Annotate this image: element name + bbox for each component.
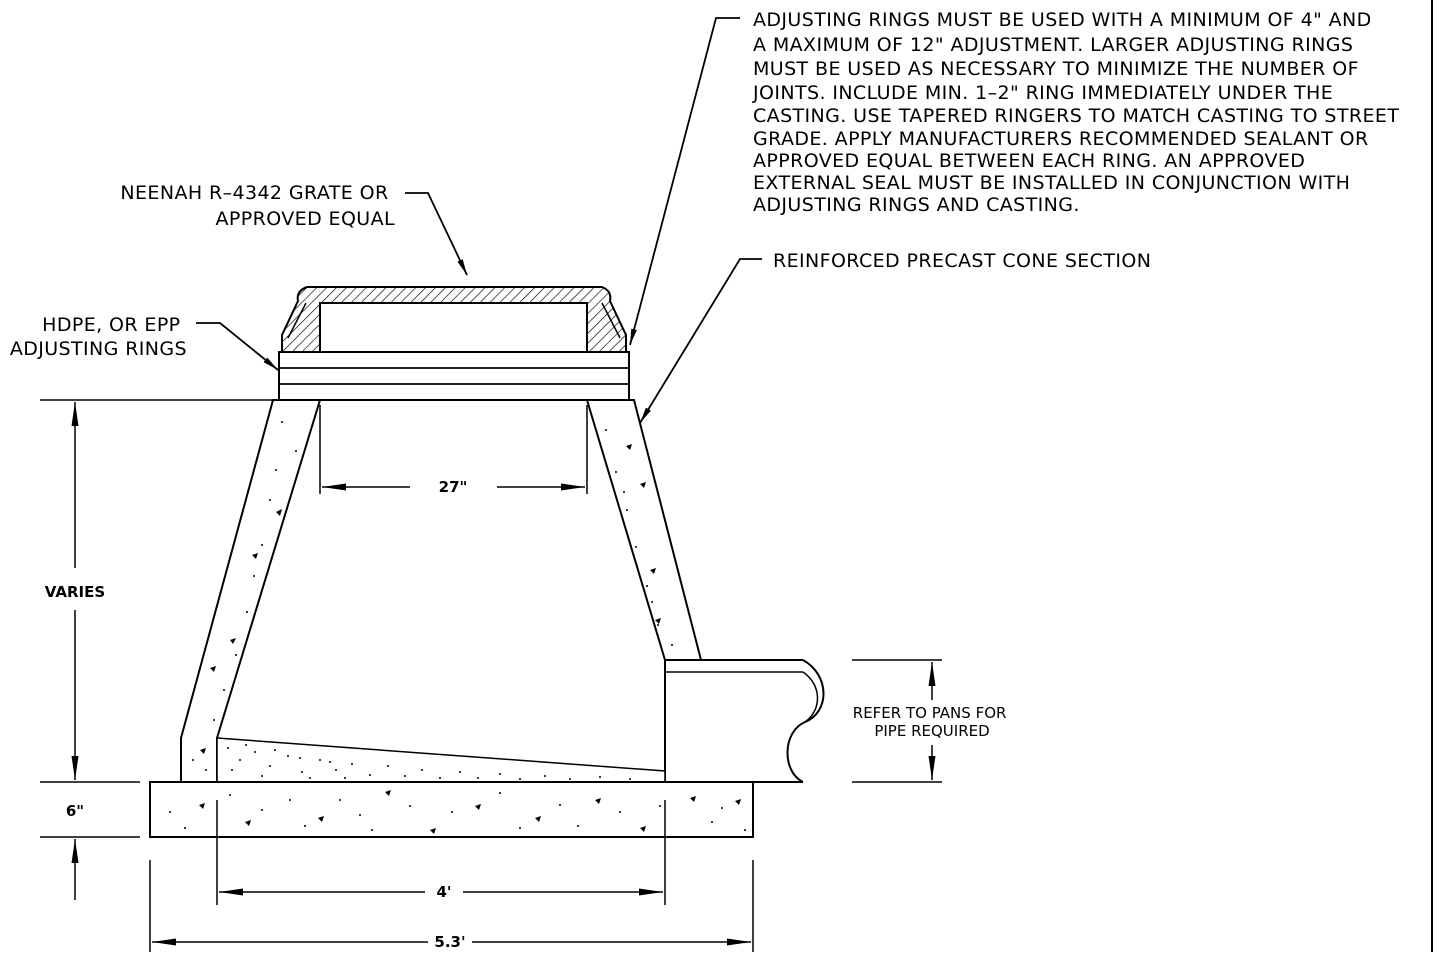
base-slab (149, 781, 754, 838)
dim-height (40, 399, 272, 783)
dim-height-label: VARIES (45, 583, 105, 601)
leader-rings (196, 322, 279, 371)
dim-outer-width-label: 5.3' (434, 933, 465, 951)
dim-opening-label: 27" (439, 478, 468, 496)
concrete-texture-base (169, 790, 746, 834)
dim-opening (319, 405, 588, 494)
label-grate: NEENAH R–4342 GRATE OR APPROVED EQUAL (120, 182, 395, 230)
dim-outer-width (149, 860, 754, 952)
concrete-texture-cone (192, 421, 673, 771)
dim-base-thickness (40, 836, 140, 900)
dim-inner-width-label: 4' (436, 883, 451, 901)
label-pipe: REFER TO PANS FOR PIPE REQUIRED (853, 704, 1011, 740)
cone-section (180, 399, 703, 783)
adjusting-rings (278, 351, 630, 401)
note-adjusting-rings: ADJUSTING RINGS MUST BE USED WITH A MINI… (752, 9, 1406, 216)
leader-cone (639, 258, 762, 424)
grate-casting (281, 286, 627, 353)
leader-grate (405, 192, 468, 276)
label-cone: REINFORCED PRECAST CONE SECTION (773, 250, 1151, 272)
leader-note (629, 17, 740, 346)
outlet-pipe (665, 659, 825, 783)
label-adjusting-rings: HDPE, OR EPP ADJUSTING RINGS (10, 314, 187, 360)
bench-fill (216, 737, 666, 783)
dim-base-thickness-label: 6" (66, 802, 84, 820)
bench-texture (227, 744, 631, 780)
dim-inner-width (216, 800, 666, 905)
dim-pipe (852, 659, 942, 783)
